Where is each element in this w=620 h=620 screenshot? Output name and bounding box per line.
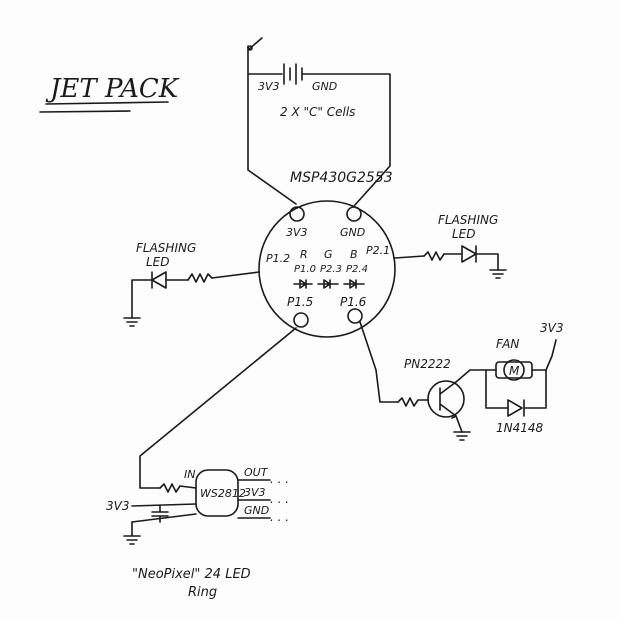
wire-p16-base [359, 321, 399, 403]
wire-fan-supply [485, 339, 557, 371]
fan-driver-group: PN2222 FAN 3V3 M 1N4148 [359, 321, 563, 441]
left-led-line2: LED [146, 255, 170, 269]
resistor-left-icon [187, 273, 213, 283]
battery-caption: 2 X "C" Cells [280, 105, 355, 119]
mcu-pin-bl: P1.5 [287, 295, 313, 309]
mcu-pin-3v3: 3V3 [286, 226, 308, 239]
resistor-base-icon [397, 397, 429, 407]
wire-p15-ring [139, 327, 297, 489]
mcu-pin-left: P1.2 [266, 252, 290, 265]
ground-left-icon [123, 317, 141, 327]
mcu-pin-gnd-pad [346, 206, 362, 222]
rgb-g-label: G [324, 248, 333, 261]
ws2812-body [195, 469, 239, 517]
mcu-pin-3v3-pad [289, 206, 305, 222]
battery-group: 3V3 GND 2 X "C" Cells [247, 37, 391, 207]
right-led-group: FLASHING LED [394, 213, 507, 279]
wire-gnd [301, 73, 391, 207]
wire-emitter [455, 415, 463, 433]
rgb-b-label: B [350, 248, 358, 261]
fan-motor-label: M [509, 364, 520, 378]
wire-ring-gnd [131, 513, 197, 523]
capacitor-icon [151, 505, 169, 523]
wire-flyback [485, 369, 547, 409]
led-right-icon [461, 245, 477, 263]
title-underline-2 [39, 110, 131, 113]
rgb-r-label: R [300, 248, 308, 261]
diode-label: 1N4148 [496, 421, 544, 435]
right-led-line2: LED [452, 227, 476, 241]
rgb-b-pin: P2.4 [346, 264, 368, 275]
diode-icon [507, 399, 525, 417]
mcu-pin-p16-pad [347, 308, 363, 324]
wire-left-led-gnd [131, 279, 153, 319]
ring-supply-label: 3V3 [106, 499, 129, 513]
wire-collector [455, 369, 487, 383]
transistor-label: PN2222 [404, 357, 451, 371]
mcu-pin-p15-pad [293, 312, 309, 328]
led-left-icon [151, 271, 167, 289]
left-led-line1: FLASHING [136, 241, 196, 255]
mcu-name: MSP430G2553 [290, 170, 393, 186]
wire-ring-3v3 [131, 503, 197, 507]
ground-right-icon [489, 269, 507, 279]
ground-ring-icon [123, 521, 141, 545]
transistor-npn-icon [439, 381, 457, 419]
title-underline [45, 101, 169, 105]
fan-supply-label: 3V3 [540, 321, 563, 335]
ring-caption-2: Ring [188, 585, 217, 600]
schematic-title: JET PACK [45, 74, 180, 104]
mcu-body [258, 200, 396, 338]
mcu-group: MSP430G2553 3V3 GND P1.2 P2.1 R G B P1.0… [258, 170, 396, 338]
wire-left-led-1 [211, 271, 260, 279]
rgb-led-b-icon [343, 279, 365, 289]
mcu-pin-br: P1.6 [340, 295, 367, 309]
ring-pin-out: OUT [244, 466, 269, 479]
ws2812-label: WS2812 [200, 487, 246, 500]
transistor-body [427, 380, 465, 418]
rgb-led-r-icon [293, 279, 313, 289]
mcu-pin-right: P2.1 [366, 244, 390, 257]
right-led-line1: FLASHING [438, 213, 498, 227]
rgb-r-pin: P1.0 [294, 264, 316, 275]
ground-emitter-icon [453, 431, 471, 441]
switch-lever [247, 37, 263, 51]
battery-cells-icon [283, 63, 303, 85]
ring-pin-3v3: 3V3 [244, 486, 266, 499]
battery-neg-label: GND [312, 80, 337, 93]
rgb-led-g-icon [317, 279, 339, 289]
neopixel-group: IN WS2812 OUT 3V3 GND . . . . . . . . . … [106, 327, 297, 600]
resistor-right-icon [423, 251, 445, 261]
fan-motor-icon [503, 359, 525, 381]
wire-right-led-1 [394, 255, 425, 259]
ring-out-dots-1: . . . [270, 472, 289, 486]
ring-out-dots-3: . . . [270, 510, 289, 524]
ring-out-wires [237, 479, 271, 519]
rgb-g-pin: P2.3 [320, 264, 342, 275]
switch-contact [247, 45, 253, 51]
wire-right-led-gnd [475, 253, 499, 271]
ring-pin-in: IN [184, 468, 195, 481]
resistor-data-icon [159, 483, 197, 493]
ring-caption-1: "NeoPixel" 24 LED [132, 567, 251, 582]
ring-pin-gnd: GND [244, 504, 269, 517]
left-led-group: FLASHING LED [123, 241, 260, 327]
ring-out-dots-2: . . . [270, 492, 289, 506]
wire-3v3 [247, 45, 297, 205]
mcu-pin-gnd: GND [340, 226, 365, 239]
fan-label: FAN [496, 337, 519, 351]
battery-pos-label: 3V3 [258, 80, 280, 93]
